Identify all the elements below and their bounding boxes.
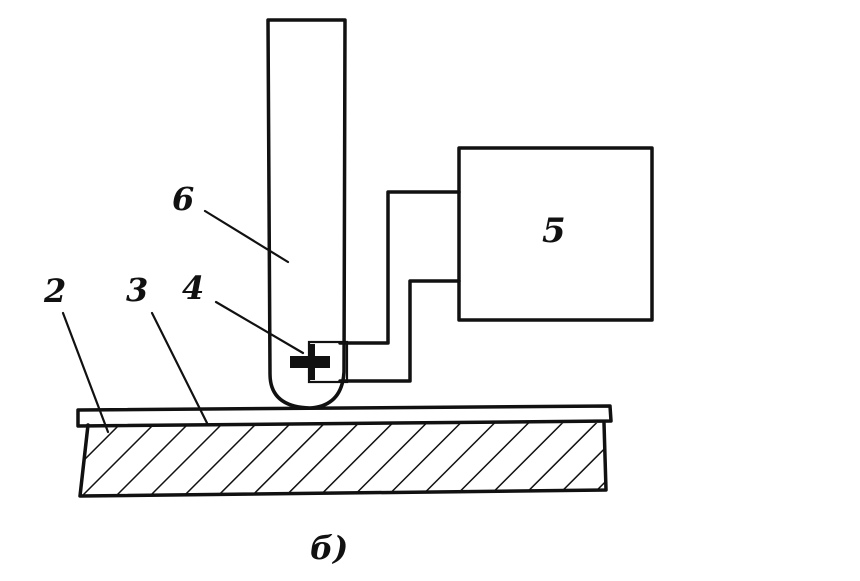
- connection-wires: [338, 190, 461, 383]
- sensor-element: [290, 340, 349, 384]
- coating-layer: [76, 404, 613, 428]
- label-coating: 3: [126, 271, 149, 309]
- base-plate: [78, 421, 608, 498]
- label-device: 5: [542, 211, 566, 251]
- label-probe: 6: [172, 180, 195, 218]
- leader-lines: [61, 209, 305, 434]
- measuring-device: [457, 146, 654, 322]
- figure-caption: б): [310, 529, 349, 567]
- label-base: 2: [44, 272, 67, 310]
- label-sensor: 4: [182, 269, 205, 307]
- probe: [266, 18, 347, 410]
